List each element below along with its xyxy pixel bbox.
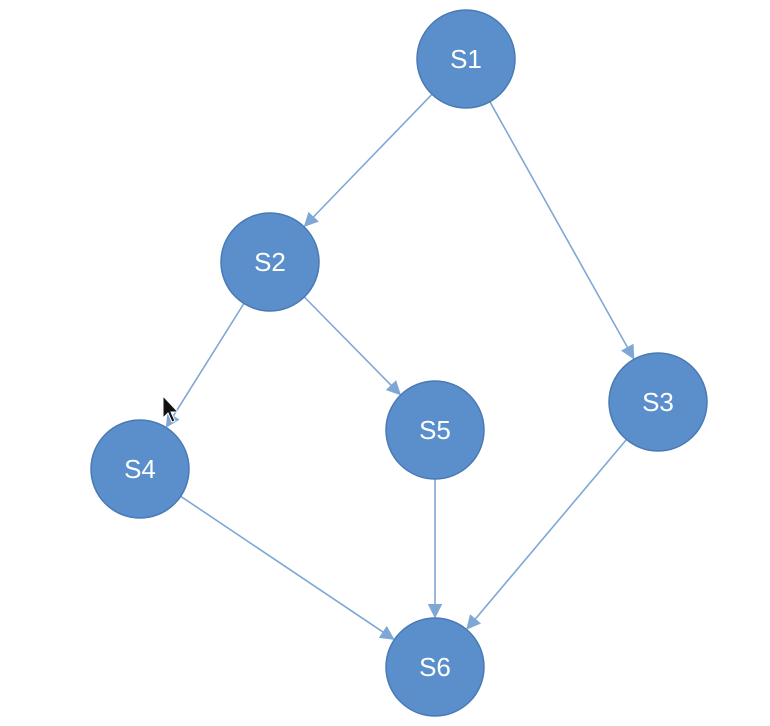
edges-layer: [165, 93, 635, 640]
mouse-pointer-icon: [162, 394, 180, 423]
node-s3: S3: [608, 352, 708, 452]
node-circle: [608, 352, 708, 452]
node-label: S6: [419, 652, 451, 682]
edge-s3-to-s6: [466, 438, 628, 630]
node-circle: [90, 419, 190, 519]
edge-s1-to-s2: [303, 93, 433, 228]
node-label: S3: [642, 387, 674, 417]
node-s4: S4: [90, 419, 190, 519]
node-label: S2: [254, 247, 286, 277]
edge-s2-to-s4: [165, 303, 245, 428]
node-label: S1: [450, 44, 482, 74]
node-circle: [385, 617, 485, 717]
node-label: S4: [124, 454, 156, 484]
node-label: S5: [419, 415, 451, 445]
edge-s4-to-s6: [180, 495, 395, 640]
edge-s2-to-s5: [303, 296, 402, 396]
node-s6: S6: [385, 617, 485, 717]
node-s5: S5: [385, 380, 485, 480]
node-circle: [416, 9, 516, 109]
node-circle: [220, 212, 320, 312]
node-circle: [385, 380, 485, 480]
node-s1: S1: [416, 9, 516, 109]
node-s2: S2: [220, 212, 320, 312]
edge-s1-to-s3: [489, 101, 635, 360]
